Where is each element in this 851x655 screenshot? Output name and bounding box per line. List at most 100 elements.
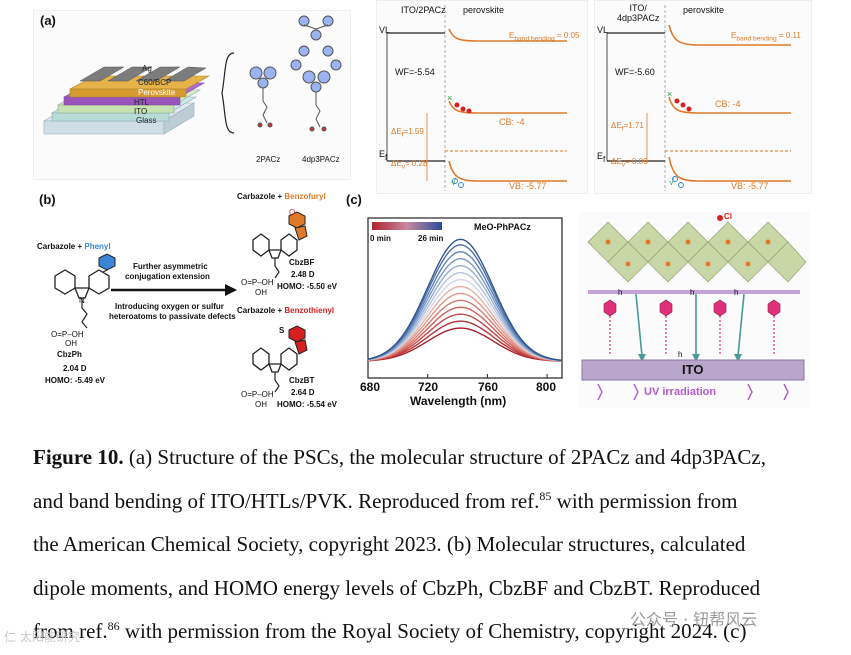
device-stack-illustration [42,15,342,135]
figure-caption: Figure 10. (a) Structure of the PSCs, th… [33,436,808,654]
cl-ion-label: Cl [724,212,732,221]
cbzbf-o-atom: O [289,208,296,217]
layer-label-ag: Ag [142,64,152,73]
plot-frame [367,217,563,379]
band-left-wf: WF=-5.54 [395,67,435,77]
band-left-material: perovskite [463,5,505,15]
arrow-text-bottom-1: Introducing oxygen or sulfur [115,302,224,311]
molecule-label-4dp3pacz: 4dp3PACz [302,155,340,164]
band-diagram-right-lines: × √ [606,5,791,191]
band-left-vl: VL [379,25,391,35]
watermark-right: 公众号 · 钮帮风云 [630,610,758,629]
arrow-text-bottom-2: heteroatoms to passivate defects [109,312,236,321]
molecule-label-2pacz: 2PACz [256,155,281,164]
band-left-ef: Ef [379,149,388,162]
band-diagram-left: × √ ITO/2PACz perovskite VL Ef WF=-5.54 … [376,0,588,194]
layer-label-c60bcp: C60/BCP [138,78,172,87]
chart-title: MeO-PhPACz [474,222,531,232]
layer-label-glass: Glass [136,116,157,125]
pl-curve-0 [367,327,563,362]
cbzbt-structure [252,325,308,393]
band-left-delta-ev: ΔEv= 0.28 [391,159,428,171]
cbzbt-oh: OH [255,400,267,409]
ito-schematic-svg [581,215,807,401]
cbzph-oh: OH [65,339,77,348]
caption-line-3: the American Chemical Society, copyright… [33,532,746,556]
hole-label-4: h [678,350,683,359]
colorbar-max-label: 26 min [418,234,444,243]
watermark-left: 仁 太阳能研究 [4,630,80,644]
cbzbt-homo: HOMO: -5.54 eV [277,400,338,409]
panel-a-label: (a) [40,13,56,28]
cbzbt-phosphonic: O=P–OH [241,390,274,399]
cbzbt-s-atom: S [279,326,285,335]
pl-curve-13 [367,238,563,361]
layer-label-perovskite: Perovskite [138,88,176,97]
figure-label: Figure 10. [33,445,124,469]
ito-label: ITO [682,362,704,377]
caption-line-5: from ref.86 with permission from the Roy… [33,619,747,643]
cbzbt-title: Carbazole + Benzothienyl [237,306,335,315]
band-right-bending: Eband bending = 0.11 [731,31,801,43]
pl-curve-2 [367,313,563,362]
caption-line-4: dipole moments, and HOMO energy levels o… [33,575,761,600]
pl-ticks [367,374,548,378]
x-tick-760: 760 [478,380,499,394]
cbzbf-title: Carbazole + Benzofuryl [237,192,326,201]
svg-text:×: × [447,93,452,103]
cbzbf-dipole: 2.48 D [291,270,315,279]
transform-arrow [111,284,237,296]
panel-c-label: (c) [346,192,362,207]
cbzbf-name: CbzBF [289,258,315,267]
band-left-title: ITO/2PACz [401,5,446,15]
cbzbt-name: CbzBT [289,376,315,385]
x-tick-680: 680 [360,380,381,394]
pl-curve-7 [367,278,563,362]
cbzph-structure [54,253,116,329]
band-left-bending: Eband bending = 0.05 [509,31,580,43]
band-right-ef: Ef [597,151,606,164]
pl-curve-6 [367,285,563,362]
arrow-text-top-2: conjugation extension [125,272,210,281]
band-right-title: ITO/4dp3PACz [617,3,660,23]
band-right-vl: VL [597,25,609,35]
ito-schematic: ITO UV irradiation Cl h h h h [578,212,810,408]
cbzbf-homo: HOMO: -5.50 eV [277,282,338,291]
caption-line-1: Figure 10. (a) Structure of the PSCs, th… [33,445,766,469]
band-right-vb: VB: -5.77 [731,181,769,191]
x-tick-720: 720 [418,380,439,394]
cbzph-phosphonic: O=P–OH [51,330,84,339]
cbzph-title: Carbazole + Phenyl [37,242,111,251]
x-tick-800: 800 [536,380,557,394]
cbzbf-phosphonic: O=P–OH [241,278,274,287]
pl-chart: 0 min 26 min MeO-PhPACz 680 720 760 800 … [358,212,570,408]
layer-label-htl: HTL [134,98,150,107]
pl-curves [367,238,563,362]
layer-label-ito: ITO [134,107,148,116]
band-right-material: perovskite [683,5,725,15]
hole-label-1: h [618,288,623,297]
cbzph-homo: HOMO: -5.49 eV [45,376,106,385]
band-right-cb: CB: -4 [715,99,741,109]
uv-label: UV irradiation [644,386,717,398]
pl-chart-svg [367,217,563,379]
band-diagram-right: × √ ITO/4dp3PACz perovskite VL Ef WF=-5.… [594,0,812,194]
pl-curve-3 [367,306,563,362]
colorbar [372,222,442,230]
band-left-delta-ef: ΔEf=1.59 [391,127,424,139]
band-right-delta-ef: ΔEf=1.71 [611,121,644,133]
panel-b: (b) Carbazole + Phenyl N O=P–OH OH CbzPh… [33,188,343,414]
band-left-vb: VB: -5.77 [509,181,547,191]
cbzph-n-atom: N [79,296,85,305]
hole-label-3: h [734,288,739,297]
cbzbf-oh: OH [255,288,267,297]
band-diagram-left-lines: × √ [386,5,567,191]
svg-text:×: × [667,89,672,99]
cbzbf-structure [252,211,308,279]
colorbar-min-label: 0 min [370,234,391,243]
cbzbt-dipole: 2.64 D [291,388,315,397]
x-axis-label: Wavelength (nm) [410,394,507,408]
panel-b-label: (b) [39,192,56,207]
svg-text:√: √ [451,177,456,187]
cbzph-name: CbzPh [57,350,82,359]
